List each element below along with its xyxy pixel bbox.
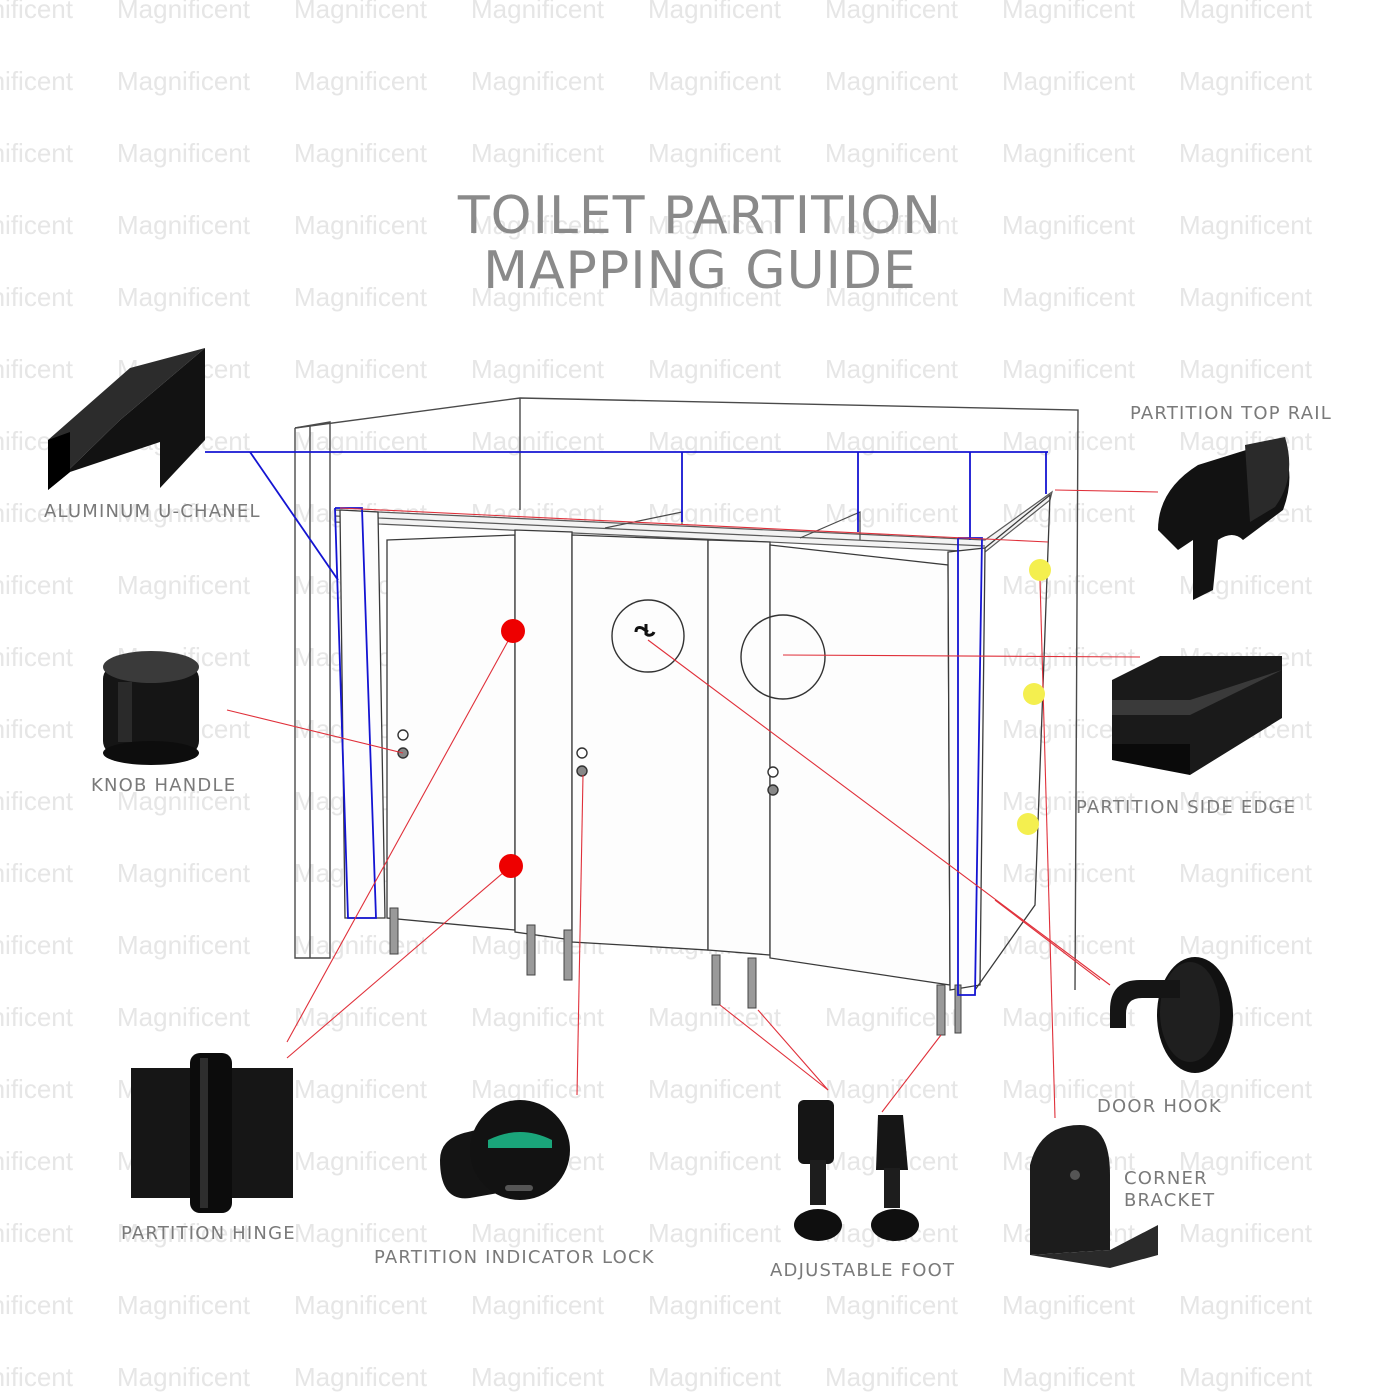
- title-line-2: MAPPING GUIDE: [483, 241, 917, 301]
- label-adjustable-foot: ADJUSTABLE FOOT: [770, 1260, 956, 1281]
- corner-bracket-icon: [1030, 1125, 1158, 1268]
- indicator-lock-icon: [440, 1100, 570, 1200]
- hinge-marker-top: [501, 619, 525, 643]
- u-channel-icon: [48, 348, 205, 490]
- door-handles: [397, 729, 779, 796]
- side-edge-icon: [1112, 656, 1282, 775]
- title-line-1: TOILET PARTITION: [457, 186, 943, 246]
- partition-feet: [389, 907, 962, 1036]
- edge-callout-circle: [740, 614, 826, 700]
- label-partition-top-rail: PARTITION TOP RAIL: [1130, 403, 1332, 424]
- label-corner-bracket-line-1: CORNER: [1124, 1168, 1208, 1189]
- room-walls: [294, 397, 1079, 991]
- adjustable-foot-icon: [794, 1100, 919, 1241]
- label-corner-bracket-line-2: BRACKET: [1124, 1190, 1216, 1211]
- hinge-marker-bottom: [499, 854, 523, 878]
- partition-front-panels: [339, 493, 1051, 991]
- label-door-hook: DOOR HOOK: [1097, 1096, 1222, 1117]
- label-aluminum-u-channel: ALUMINUM U-CHANEL: [44, 501, 261, 522]
- label-knob-handle: KNOB HANDLE: [91, 775, 237, 796]
- knob-handle-icon: [103, 651, 199, 765]
- bracket-marker-bottom: [1017, 813, 1039, 835]
- bracket-marker-middle: [1023, 683, 1045, 705]
- hinge-icon: [131, 1053, 293, 1213]
- mini-hook-icon: [634, 624, 656, 637]
- top-rail-icon: [1158, 437, 1290, 600]
- leader-lines: [226, 489, 1159, 1119]
- label-partition-indicator-lock: PARTITION INDICATOR LOCK: [374, 1247, 655, 1268]
- label-partition-side-edge: PARTITION SIDE EDGE: [1076, 797, 1297, 818]
- door-hook-icon: [1110, 957, 1233, 1073]
- hook-callout-circle: [611, 599, 685, 673]
- bracket-marker-top: [1029, 559, 1051, 581]
- label-partition-hinge: PARTITION HINGE: [121, 1223, 296, 1244]
